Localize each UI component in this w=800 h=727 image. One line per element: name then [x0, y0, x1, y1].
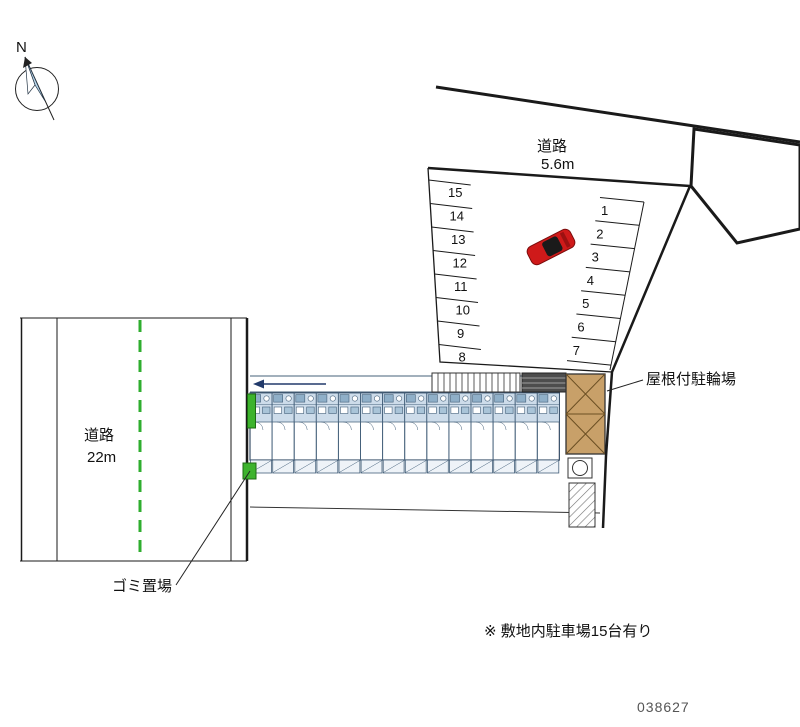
bicycle-parking-leader-line	[606, 379, 644, 392]
road-top-width: 5.6m	[541, 156, 574, 173]
parking-space-4: 4	[587, 273, 594, 288]
neighbor-parcel	[689, 127, 800, 245]
compass-rose: N	[15, 39, 59, 121]
parking-space-7: 7	[573, 343, 580, 358]
plan-number: 038627	[637, 699, 690, 715]
parking-space-12: 12	[453, 256, 467, 271]
road-left-name: 道路	[84, 427, 114, 444]
apartment-building	[249, 392, 601, 514]
car-icon	[526, 228, 576, 266]
parking-space-10: 10	[456, 303, 470, 318]
parking-space-6: 6	[577, 320, 584, 335]
parking-space-15: 15	[448, 185, 462, 200]
compass-arrowhead-icon	[23, 57, 32, 68]
parking-space-3: 3	[592, 250, 599, 265]
site-note: ※ 敷地内駐車場15台有り	[484, 622, 652, 640]
road-left: 道路 22m	[20, 317, 249, 562]
garbage-area	[247, 393, 256, 429]
garbage-label: ゴミ置場	[112, 577, 172, 595]
parking-space-numbers: 15 14 13 12 11 10 9 8 1 2 3 4 5 6 7	[448, 185, 608, 365]
compass-north-label: N	[16, 39, 27, 56]
walkway	[250, 372, 567, 393]
site-boundary-east	[601, 185, 692, 529]
utility-box	[521, 372, 567, 393]
bicycle-parking-area	[565, 373, 606, 455]
parking-space-5: 5	[582, 296, 589, 311]
water-meter	[567, 457, 593, 479]
parking-dividers-right	[566, 197, 645, 366]
bicycle-parking-label: 屋根付駐輪場	[646, 371, 736, 388]
parking-space-9: 9	[457, 326, 464, 341]
parking-space-11: 11	[454, 279, 468, 294]
garbage-leader-line	[175, 470, 251, 586]
parking-space-8: 8	[459, 350, 466, 365]
parking-space-13: 13	[451, 232, 465, 247]
utility-structure	[568, 482, 596, 528]
parking-space-1: 1	[601, 203, 608, 218]
road-left-width: 22m	[87, 449, 116, 466]
parking-space-14: 14	[450, 209, 464, 224]
parking-dividers-left	[428, 179, 481, 350]
parking-lot: 15 14 13 12 11 10 9 8 1 2 3 4 5 6 7	[427, 167, 645, 373]
parking-space-2: 2	[596, 226, 603, 241]
site-front-line	[249, 506, 601, 514]
road-top-name: 道路	[537, 138, 567, 155]
road-top: 道路 5.6m	[427, 85, 800, 188]
stairs	[431, 372, 521, 393]
